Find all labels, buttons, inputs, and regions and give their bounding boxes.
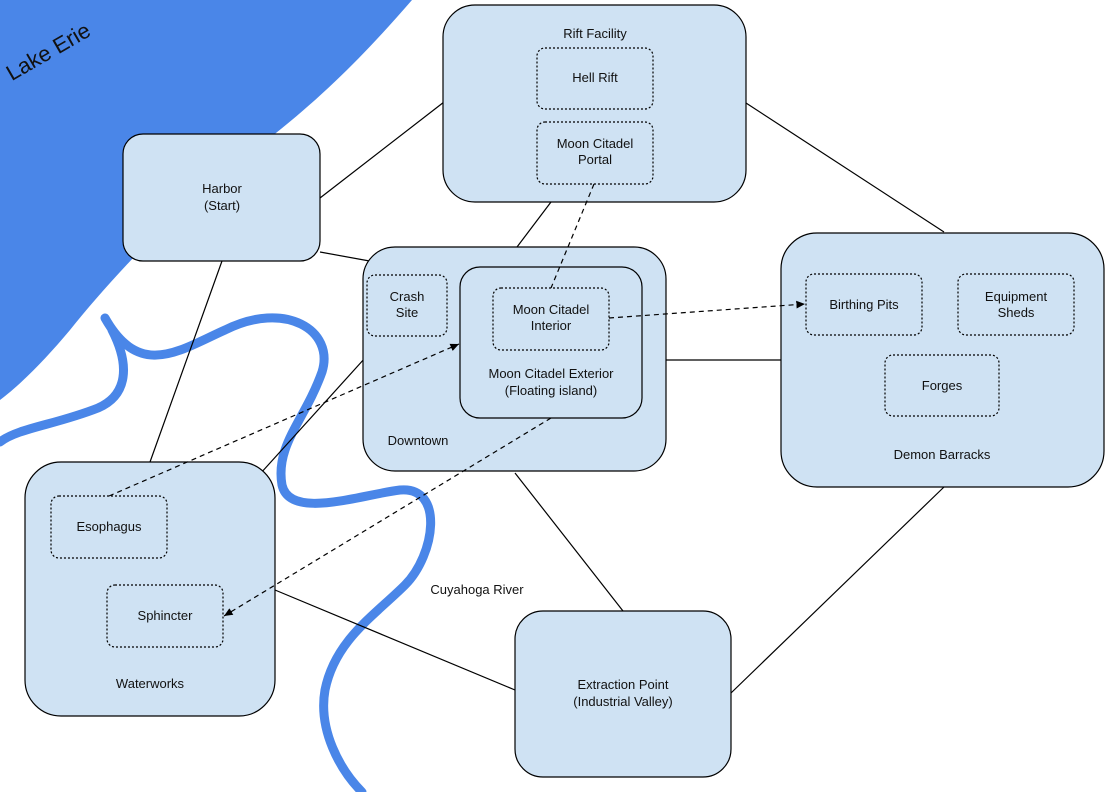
node-label: Rift Facility	[563, 26, 627, 41]
node-forges: Forges	[884, 354, 1000, 417]
edge-harbor-rift-facility	[319, 101, 445, 199]
node-label: Extraction Point	[577, 677, 668, 692]
node-equipment-sheds: Equipment Sheds	[957, 273, 1075, 336]
node-label: Birthing Pits	[829, 297, 899, 312]
node-label: (Start)	[204, 198, 240, 213]
node-demon-barracks: Demon Barracks	[780, 232, 1105, 488]
node-moon-citadel-portal: Moon Citadel Portal	[536, 121, 654, 185]
node-label: Forges	[922, 378, 963, 393]
edge-harbor-waterworks	[149, 260, 223, 463]
node-label: Interior	[531, 318, 572, 333]
node-label: Site	[396, 305, 418, 320]
node-harbor: Harbor (Start)	[122, 133, 321, 262]
lake-erie-shape	[0, 0, 412, 400]
node-label: (Floating island)	[505, 383, 598, 398]
connections	[149, 101, 945, 694]
teleport-links	[108, 183, 806, 617]
node-label: Sphincter	[138, 608, 194, 623]
cuyahoga-river-main	[100, 313, 436, 792]
cuyahoga-river-label: Cuyahoga River	[430, 582, 524, 597]
node-label: Moon Citadel	[513, 302, 590, 317]
node-label: Harbor	[202, 181, 242, 196]
edge-rift-facility-demon-barracks	[745, 102, 945, 233]
node-label: Waterworks	[116, 676, 185, 691]
node-waterworks: Waterworks	[24, 461, 276, 717]
node-birthing-pits: Birthing Pits	[805, 273, 923, 336]
link-exterior-sphincter	[223, 417, 552, 617]
node-label: Sheds	[998, 305, 1035, 320]
edge-demon-barracks-extraction-point	[730, 486, 945, 694]
node-label: Downtown	[388, 433, 449, 448]
node-label: Moon Citadel Exterior	[489, 366, 615, 381]
node-label: Moon Citadel	[557, 136, 634, 151]
node-crash-site: Crash Site	[366, 274, 448, 337]
cuyahoga-river-branch	[0, 325, 128, 447]
link-esophagus-exterior	[108, 343, 460, 497]
edge-harbor-downtown	[319, 251, 376, 263]
link-interior-birthing-pits	[608, 300, 806, 319]
node-label: Crash	[390, 289, 425, 304]
node-label: Esophagus	[76, 519, 142, 534]
edge-waterworks-extraction-point	[274, 589, 516, 691]
node-extraction-point: Extraction Point (Industrial Valley)	[514, 610, 732, 778]
node-sphincter: Sphincter	[106, 584, 224, 648]
edge-downtown-extraction-point	[514, 472, 624, 612]
node-rift-facility: Rift Facility	[442, 4, 747, 203]
node-moon-citadel-exterior: Moon Citadel Exterior (Floating island)	[459, 266, 643, 419]
node-label: Demon Barracks	[894, 447, 991, 462]
node-hell-rift: Hell Rift	[536, 47, 654, 110]
node-label: Portal	[578, 152, 612, 167]
node-label: Hell Rift	[572, 70, 618, 85]
node-label: (Industrial Valley)	[573, 694, 672, 709]
node-label: Equipment	[985, 289, 1048, 304]
link-portal-interior	[550, 183, 595, 289]
edge-rift-facility-downtown	[516, 201, 552, 248]
edge-downtown-waterworks	[259, 357, 366, 475]
